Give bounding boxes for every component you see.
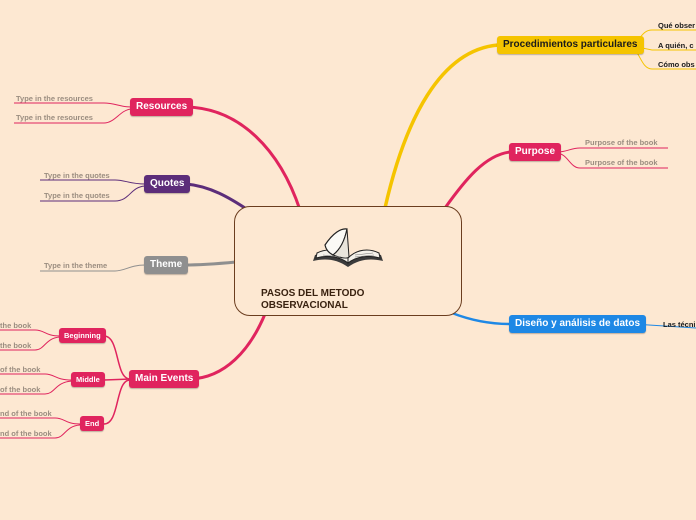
procedimientos-leaf-1[interactable]: Qué obser [658, 21, 696, 30]
beginning-leaf-2[interactable]: the book [0, 341, 32, 350]
end-node[interactable]: End [80, 416, 105, 431]
diseno-leaf-1[interactable]: Las técni [663, 320, 696, 329]
connector-resources [185, 105, 302, 211]
central-topic-title: PASOS DEL METODO OBSERVACIONAL [261, 288, 365, 311]
beginning-leaf-1[interactable]: the book [0, 321, 32, 330]
middle-leaf-2[interactable]: of the book [0, 385, 41, 394]
purpose-node[interactable]: Purpose [509, 143, 562, 161]
procedimientos-leaf-2[interactable]: A quién, c [658, 41, 694, 50]
connector-quotes [185, 182, 249, 212]
theme-leaf-1[interactable]: Type in the theme [44, 261, 108, 270]
procedimientos-node[interactable]: Procedimientos particulares [497, 36, 644, 54]
purpose-leaf-1[interactable]: Purpose of the book [585, 138, 658, 147]
procedimientos-leaf-3[interactable]: Cómo obs [658, 60, 695, 69]
connector-procedimientos [383, 43, 499, 209]
connector-diseno [451, 311, 511, 326]
theme-node[interactable]: Theme [144, 256, 189, 274]
resources-leaf-2[interactable]: Type in the resources [16, 113, 93, 122]
end-leaf-2[interactable]: nd of the book [0, 429, 52, 438]
connector-purpose [443, 150, 511, 209]
diseno-node[interactable]: Diseño y análisis de datos [509, 315, 647, 333]
quotes-leaf-2[interactable]: Type in the quotes [44, 191, 110, 200]
open-book-icon [313, 228, 383, 267]
connector-main-events [189, 313, 267, 381]
quotes-leaf-1[interactable]: Type in the quotes [44, 171, 110, 180]
beginning-node[interactable]: Beginning [59, 328, 106, 343]
middle-leaf-1[interactable]: of the book [0, 365, 41, 374]
resources-node[interactable]: Resources [130, 98, 194, 116]
resources-leaf-1[interactable]: Type in the resources [16, 94, 93, 103]
connector-theme [183, 260, 237, 267]
main-events-node[interactable]: Main Events [129, 370, 200, 388]
quotes-node[interactable]: Quotes [144, 175, 191, 193]
middle-node[interactable]: Middle [71, 372, 105, 387]
purpose-leaf-2[interactable]: Purpose of the book [585, 158, 658, 167]
end-leaf-1[interactable]: nd of the book [0, 409, 52, 418]
central-topic[interactable]: PASOS DEL METODO OBSERVACIONAL [234, 206, 462, 316]
